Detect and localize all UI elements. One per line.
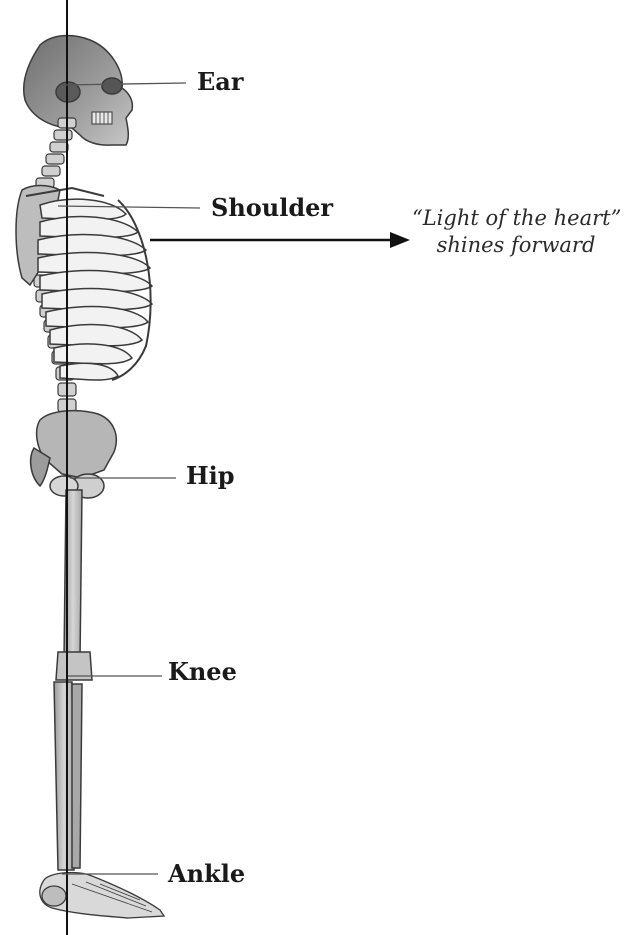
forward-arrow	[150, 232, 410, 248]
arrow-head-icon	[390, 232, 410, 248]
foot	[40, 873, 164, 918]
forward-note: “Light of the heart” shines forward	[412, 205, 620, 260]
label-hip: Hip	[186, 464, 235, 488]
forward-note-line-1: “Light of the heart”	[412, 205, 620, 232]
label-ankle: Ankle	[168, 862, 245, 886]
label-ear: Ear	[197, 70, 244, 94]
skull	[24, 36, 133, 146]
femur	[56, 490, 92, 680]
label-knee: Knee	[168, 660, 237, 684]
pelvis	[31, 411, 117, 498]
forward-note-line-2: shines forward	[412, 232, 620, 259]
rib-cage	[38, 199, 152, 380]
label-shoulder: Shoulder	[211, 196, 333, 220]
